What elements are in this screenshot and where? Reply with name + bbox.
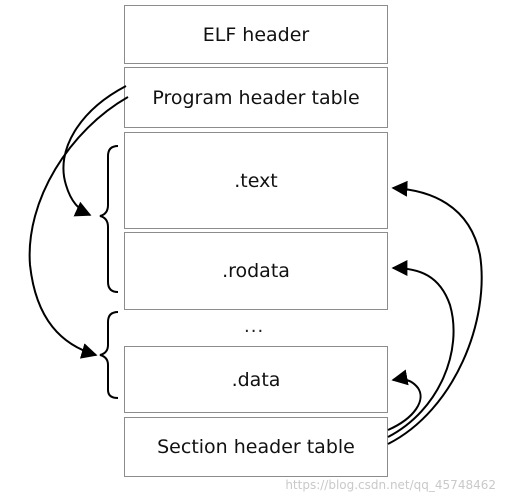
phdr-to-data-arrow [28, 96, 129, 359]
rodata-section-label: .rodata [222, 260, 290, 282]
text-section-box: .text [124, 132, 388, 229]
elf-header-box: ELF header [124, 5, 388, 64]
brace-text-rodata [99, 145, 119, 293]
rodata-section-box: .rodata [124, 232, 388, 310]
elf-header-label: ELF header [202, 23, 310, 46]
program-header-table-box: Program header table [124, 67, 388, 128]
data-section-box: .data [124, 346, 388, 413]
ellipsis-label: ... [244, 316, 265, 337]
shdr-to-data-arrow [387, 369, 422, 431]
program-header-table-label: Program header table [152, 86, 360, 109]
text-section-label: .text [234, 169, 278, 192]
shdr-to-rodata-arrow [387, 260, 455, 438]
data-section-label: .data [231, 368, 281, 391]
section-header-table-box: Section header table [124, 417, 388, 477]
phdr-to-text-arrow [62, 85, 127, 217]
brace-data [99, 311, 119, 399]
section-header-table-label: Section header table [157, 436, 355, 458]
watermark: https://blog.csdn.net/qq_45748462 [285, 478, 496, 492]
shdr-to-text-arrow [387, 180, 483, 445]
